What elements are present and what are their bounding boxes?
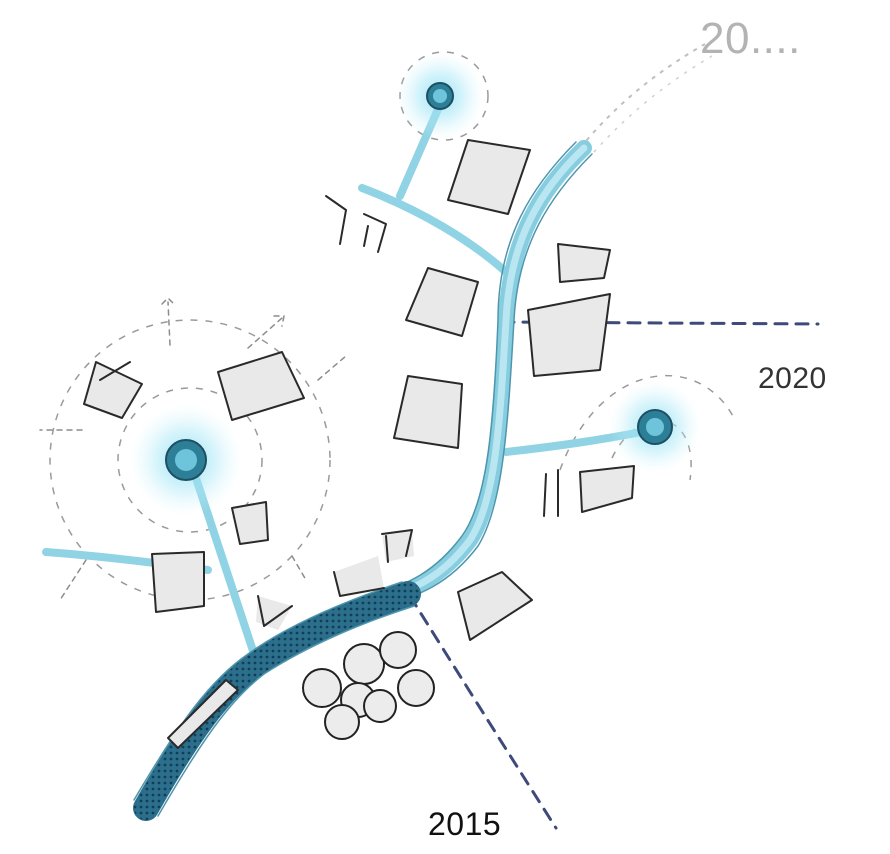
- road-layby: [167, 679, 239, 749]
- tree-cluster: [302, 631, 435, 740]
- phase-label-future: 20....: [700, 14, 801, 63]
- phase-line-2015: [408, 594, 558, 830]
- main-road-upper-core: [376, 144, 588, 604]
- buildings: [83, 139, 635, 641]
- node-north: [396, 52, 484, 140]
- future-road-extension: [579, 43, 706, 149]
- phase-label-2020: 2020: [758, 362, 827, 395]
- growth-arrows: [39, 296, 347, 601]
- influence-rings: [49, 51, 736, 601]
- node-east: [609, 381, 701, 473]
- phase-label-2015: 2015: [428, 806, 502, 842]
- future-road-extension-edge: [593, 55, 713, 153]
- node-west: [130, 404, 242, 516]
- main-road-lower-texture: [134, 582, 420, 820]
